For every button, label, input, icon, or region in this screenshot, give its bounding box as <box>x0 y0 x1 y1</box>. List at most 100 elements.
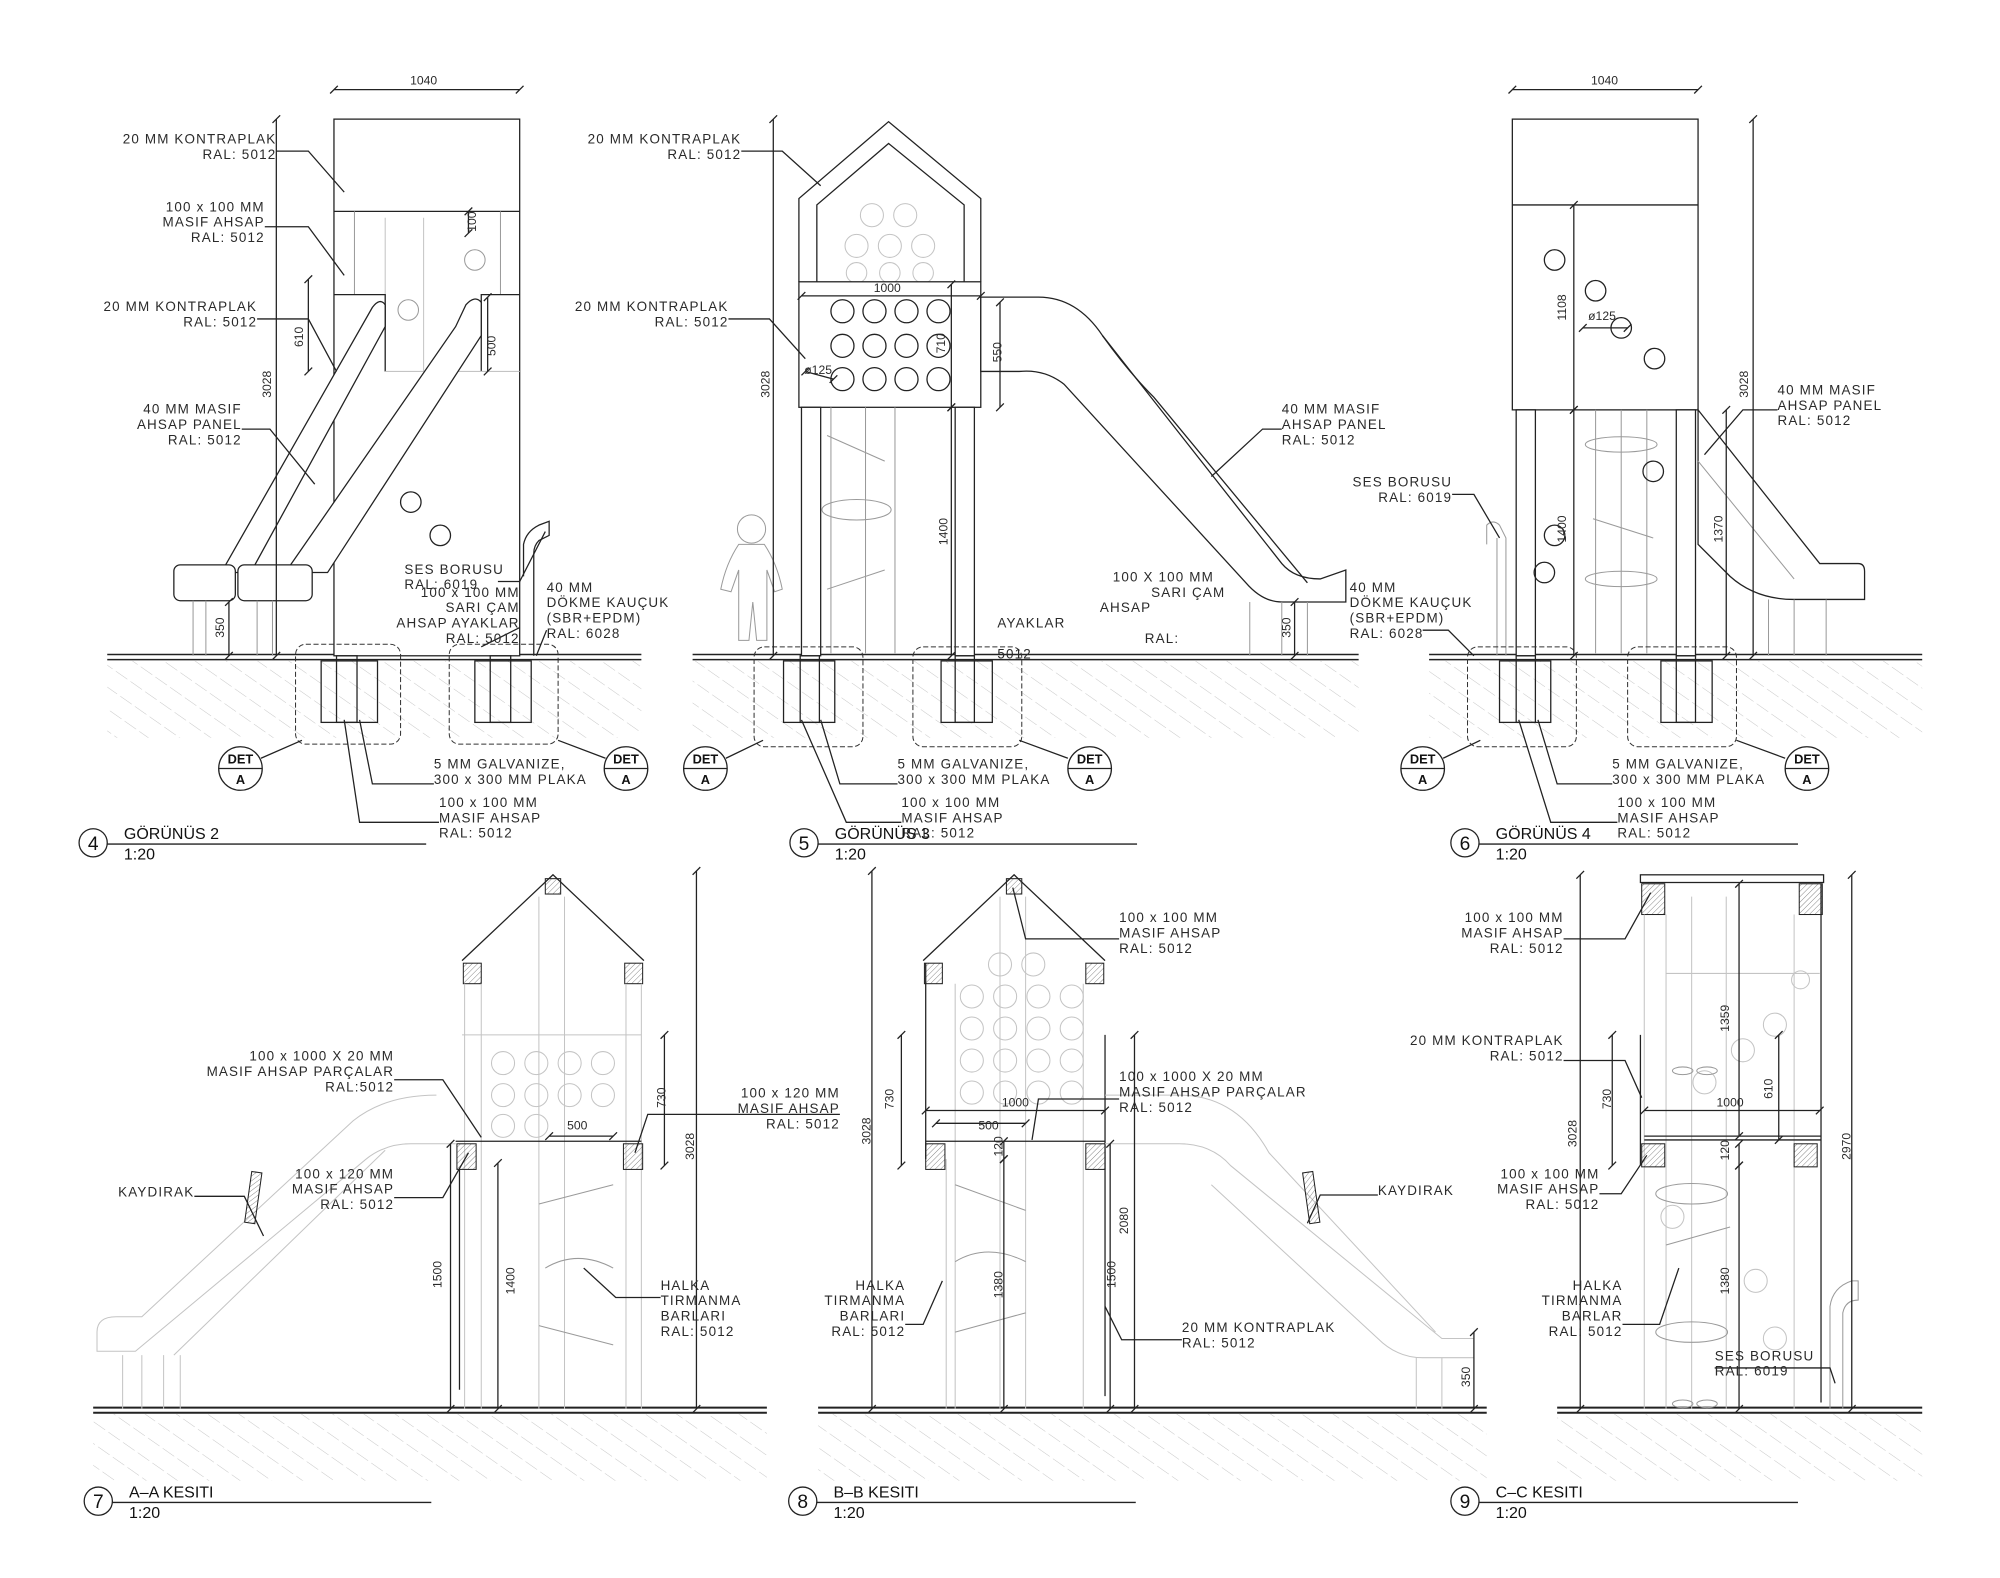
detail-marker-bottom: A <box>236 772 245 787</box>
callout-line: 40 MM MASIF <box>1282 402 1381 417</box>
callout-label: 5 MM GALVANIZE,300 x 300 MM PLAKA <box>898 757 1051 787</box>
callout-line: RAL: 6028 <box>1350 626 1424 641</box>
dimension-tick <box>1623 323 1632 333</box>
panel-holes <box>830 299 951 392</box>
leader-line <box>820 719 898 785</box>
dimension-lines <box>224 85 1857 1414</box>
dimension-value: 3028 <box>260 370 274 397</box>
slide <box>173 298 482 656</box>
dimension-tick <box>1774 1135 1784 1145</box>
callout-line: 40 MM MASIF <box>143 402 242 417</box>
callout-line: MASIF AHSAP <box>1617 810 1719 825</box>
view-number: 8 <box>797 1492 808 1513</box>
callout-line: MASIF AHSAP <box>1119 926 1221 941</box>
detail-marker-top: DET <box>228 751 254 766</box>
detail-marker-bottom: A <box>1085 772 1094 787</box>
dimension-tick <box>768 114 778 124</box>
dimension-tick <box>768 651 778 661</box>
callout-line: SES BORUSU <box>404 562 504 577</box>
callout-line: 5 MM GALVANIZE, <box>434 757 566 772</box>
callout-line: 20 MM KONTRAPLAK <box>588 131 742 146</box>
dimension-tick <box>947 280 956 289</box>
dimension-value: 1500 <box>431 1261 445 1288</box>
view-scale: 1:20 <box>833 1505 864 1522</box>
view-number-circle <box>1450 828 1480 858</box>
dimension-tick <box>1847 870 1857 880</box>
ground <box>692 653 1359 738</box>
dimension-tick <box>272 114 281 124</box>
leader-line <box>557 739 606 759</box>
callout-line: RAL: <box>1145 631 1180 646</box>
dimension-tick <box>483 292 492 302</box>
callout-line: 20 MM KONTRAPLAK <box>123 131 277 146</box>
slide-side-plate <box>244 1170 263 1225</box>
callout-line: RAL: 5012 <box>1182 1335 1256 1350</box>
callout-line: DÖKME KAUÇUK <box>1350 595 1473 610</box>
leader-line <box>1012 887 1120 940</box>
dimension-value: 1380 <box>992 1271 1006 1298</box>
detail-marker-top: DET <box>1410 751 1436 766</box>
dimension-tick <box>1508 85 1517 94</box>
slide-side-plate <box>1302 1170 1321 1225</box>
tower <box>1511 118 1699 657</box>
callout-line: RAL: 5012 <box>661 1324 735 1339</box>
leader-line <box>1452 493 1501 539</box>
callout-line: 100 x 100 MM <box>166 199 265 214</box>
dimension-tick <box>1639 1106 1649 1115</box>
dimension-tick <box>446 1404 455 1414</box>
dimension-tick <box>829 374 838 384</box>
leader-line <box>1714 1367 1836 1384</box>
callout-line: HALKA <box>1573 1278 1623 1293</box>
leader-line <box>264 226 345 276</box>
callout-line: SES BORUSU <box>1352 475 1452 490</box>
callout-line: 20 MM KONTRAPLAK <box>104 299 258 314</box>
callout-line: 100 x 100 MM <box>439 795 538 810</box>
dimension-value: 1040 <box>410 74 437 88</box>
leader-line <box>1599 1154 1648 1195</box>
callout-line: 20 MM KONTRAPLAK <box>1182 1320 1336 1335</box>
callout-line: 300 x 300 MM PLAKA <box>898 772 1051 787</box>
dimension-tick <box>1734 1404 1744 1414</box>
leader-line <box>725 739 764 759</box>
house-section <box>922 873 1106 1409</box>
callout-line: AHSAP PANEL <box>137 417 242 432</box>
callout-line: RAL: 5012 <box>1490 1049 1564 1064</box>
callout-line: RAL: 5012 <box>1526 1197 1600 1212</box>
dimension-value: 730 <box>655 1087 669 1108</box>
dimension-tick <box>867 866 877 876</box>
leader-line <box>1537 719 1613 785</box>
slide <box>980 296 1347 656</box>
detail-marker-top: DET <box>1794 751 1820 766</box>
dimension-tick <box>1105 1139 1115 1149</box>
dimension-tick <box>976 291 986 301</box>
callout-label: 5 MM GALVANIZE,300 x 300 MM PLAKA <box>1612 757 1764 787</box>
footings <box>753 646 1023 748</box>
view-number: 9 <box>1460 1492 1471 1513</box>
dimension-value: 1400 <box>504 1267 518 1294</box>
callout-line: MASIF AHSAP PARÇALAR <box>1119 1084 1307 1099</box>
dimension-tick <box>1575 1404 1585 1414</box>
view-number: 6 <box>1460 834 1471 855</box>
dimension-value: 350 <box>1459 1367 1473 1388</box>
dimension-tick <box>464 207 473 216</box>
dimension-tick <box>464 228 473 238</box>
sound-pipe <box>522 520 550 656</box>
detail-a-marker[interactable]: DET A <box>218 746 263 791</box>
slide-section <box>96 1094 456 1409</box>
